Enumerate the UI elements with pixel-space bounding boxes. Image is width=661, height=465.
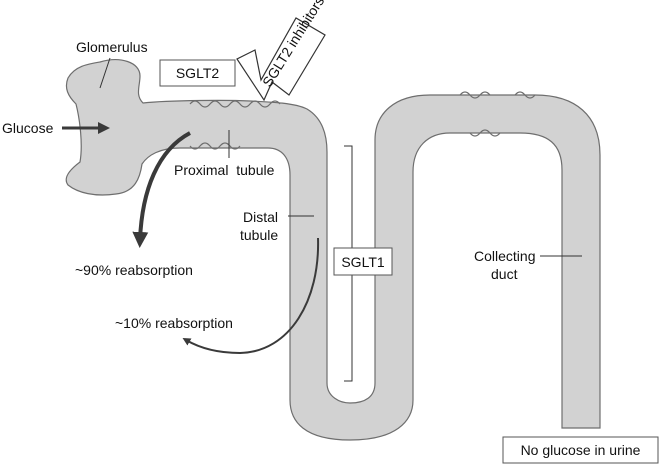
distal-brush-border-bottom xyxy=(469,129,501,137)
proximal-tubule-label: Proximal tubule xyxy=(174,162,275,178)
collecting-duct-label-line2: duct xyxy=(491,266,518,282)
glucose-label: Glucose xyxy=(2,120,54,136)
glomerulus-leader xyxy=(99,57,111,89)
distal-tubule-label-line1: Distal xyxy=(243,209,278,225)
distal-brush-border-top xyxy=(459,91,491,99)
distal-tubule-label-line2: tubule xyxy=(240,227,278,243)
reabsorption-10-arrow xyxy=(182,237,320,355)
glomerulus-label: Glomerulus xyxy=(76,39,148,55)
collecting-duct-label-line1: Collecting xyxy=(474,248,535,264)
no-glucose-box xyxy=(502,436,659,464)
reabsorption-10-label: ~10% reabsorption xyxy=(115,315,233,331)
reabsorption-90-arrow xyxy=(132,131,191,248)
proximal-brush-border-top xyxy=(189,100,281,108)
distal-brush-border-top-2 xyxy=(514,91,536,99)
nephron-tubule xyxy=(65,59,601,441)
reabsorption-90-label: ~90% reabsorption xyxy=(75,262,193,278)
sglt1-box xyxy=(333,247,393,276)
proximal-brush-border-bottom xyxy=(189,142,241,150)
no-glucose-label: No glucose in urine xyxy=(521,442,641,458)
sglt2-inhibitors-arrow: SGLT2 inhibitors xyxy=(236,0,327,102)
sglt2-box xyxy=(159,59,236,87)
sglt1-box-label: SGLT1 xyxy=(341,254,385,270)
sglt2-box-label: SGLT2 xyxy=(176,65,220,81)
